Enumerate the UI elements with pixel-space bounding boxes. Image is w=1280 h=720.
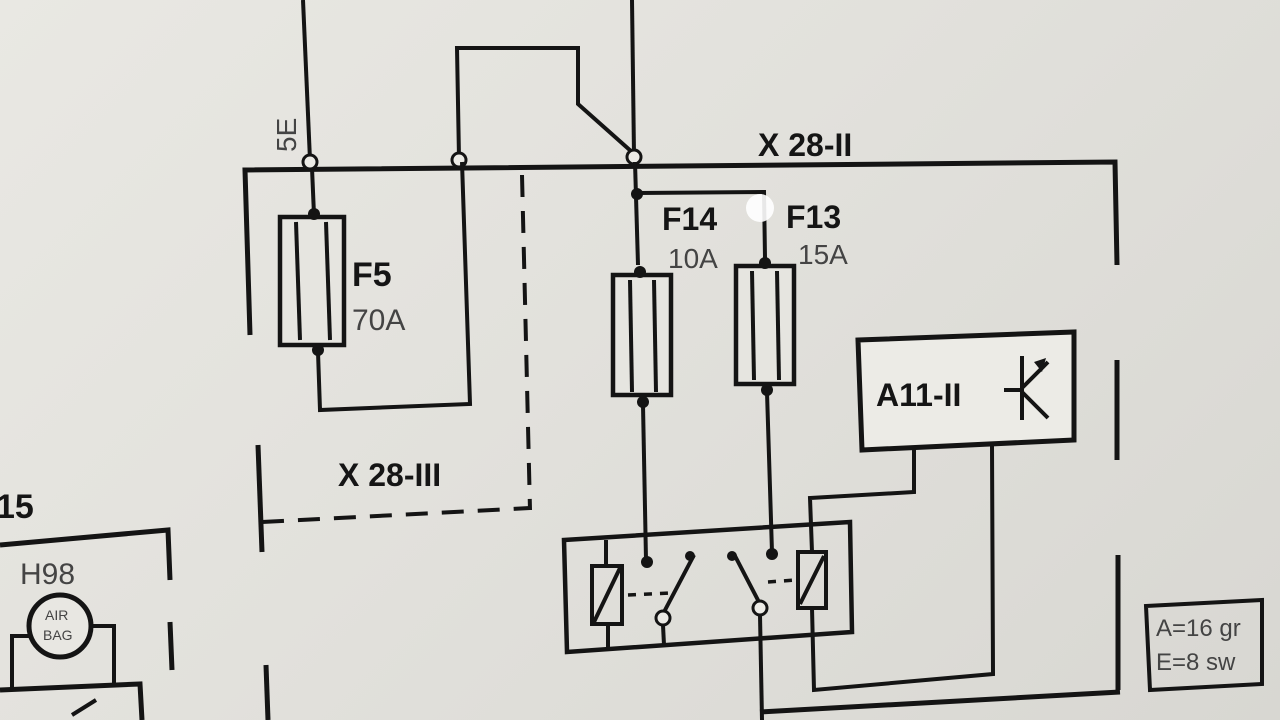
fuse-f14-element-right: [652, 279, 658, 393]
relay-block: [561, 519, 855, 655]
relay-right-switch-arm: [732, 553, 762, 605]
fuse-f5-rating: 70A: [352, 304, 405, 337]
wire-f5-in: [310, 167, 316, 216]
wire-f5-loop: [316, 161, 473, 413]
wire-5e: [301, 0, 312, 161]
wire-f13-branch: [636, 189, 767, 259]
wire-top-right: [630, 0, 636, 156]
fuse-f14-bottom-node: [637, 396, 649, 408]
fuse-f14-name: F14: [662, 201, 717, 237]
fuse-f13-element-right: [775, 270, 781, 381]
module-a11-label: A11-II: [876, 377, 961, 413]
junction-f14-f13: [631, 188, 643, 200]
fuse-f13-bottom-node: [761, 384, 773, 396]
left-partial-label: 15: [0, 488, 34, 526]
x28-iii-dash-right: [520, 174, 532, 511]
relay-left-contact-top: [641, 556, 653, 568]
legend-line-2: E=8 sw: [1156, 649, 1236, 676]
connector-x28-iii-label: X 28-III: [338, 457, 441, 493]
relay-left-contact-bottom: [654, 609, 672, 627]
wire-f14-in: [633, 161, 640, 266]
relay-left-contact-no: [685, 551, 695, 561]
fuse-f14-top-node: [634, 266, 646, 278]
fuse-f5-name: F5: [352, 256, 392, 294]
fuse-f5-element-left: [294, 221, 302, 341]
left-block-frame-right: [167, 621, 175, 671]
photo-glare: [746, 194, 774, 222]
x28-iii-dash-bottom: [261, 506, 531, 524]
relay-right-out: [758, 614, 764, 720]
relay-right-linkage: [767, 578, 797, 584]
fuse-f14: [610, 272, 674, 398]
relay-coil-left-diag: [592, 567, 622, 623]
terminal-f14-top: [625, 148, 643, 166]
airbag-lamp-icon: [26, 592, 94, 660]
lamp-h98-wire-right: [92, 624, 116, 685]
wire-loop-top: [454, 46, 634, 159]
transistor-icon-collector: [1020, 360, 1050, 390]
fuse-f14-element-left: [628, 279, 634, 393]
relay-coil-right-diag: [798, 555, 826, 605]
lamp-h98-name: H98: [20, 558, 75, 591]
relay-right-contact-top: [766, 548, 778, 560]
fuse-f13: [733, 263, 797, 387]
fuse-f5-bottom-node: [312, 344, 324, 356]
legend-line-1: A=16 gr: [1156, 615, 1241, 642]
fuse-f5: [277, 214, 347, 348]
fuse-f13-element-left: [750, 270, 756, 381]
legend-box: [1143, 597, 1264, 693]
left-lower-edge: [263, 664, 271, 720]
relay-left-linkage: [627, 591, 671, 597]
left-lower-frame: [0, 681, 145, 720]
lamp-h98-text-1: AIR: [45, 607, 68, 623]
fuse-f13-top-node: [759, 257, 771, 269]
connector-x28-ii-label: X 28-II: [758, 127, 852, 163]
relay-left-switch-arm: [662, 554, 696, 613]
fuse-f5-top-node: [308, 208, 320, 220]
transistor-icon-arrow: [1034, 358, 1046, 372]
x28-ii-frame-top: [242, 159, 1120, 336]
fuse-f13-name: F13: [786, 199, 841, 235]
terminal-f5-top: [301, 153, 319, 171]
left-lower-diag: [70, 698, 98, 717]
fuse-f13-rating: 15A: [798, 239, 848, 270]
lamp-h98-text-2: BAG: [43, 627, 73, 643]
fuse-f5-element-right: [324, 221, 332, 341]
relay-right-contact-bottom: [751, 599, 769, 617]
x28-iii-left-edge: [255, 444, 265, 553]
wire-relay-to-a11: [807, 448, 916, 553]
wire-relay-return: [810, 445, 996, 693]
fuse-f14-rating: 10A: [668, 243, 718, 274]
transistor-icon-emitter: [1020, 390, 1050, 420]
wire-label-5e: 5E: [271, 118, 302, 152]
relay-left-out: [661, 624, 666, 646]
left-block-frame: [0, 527, 173, 581]
x28-ii-frame-bottom: [759, 689, 1121, 715]
lamp-h98-wire-left: [10, 634, 29, 690]
